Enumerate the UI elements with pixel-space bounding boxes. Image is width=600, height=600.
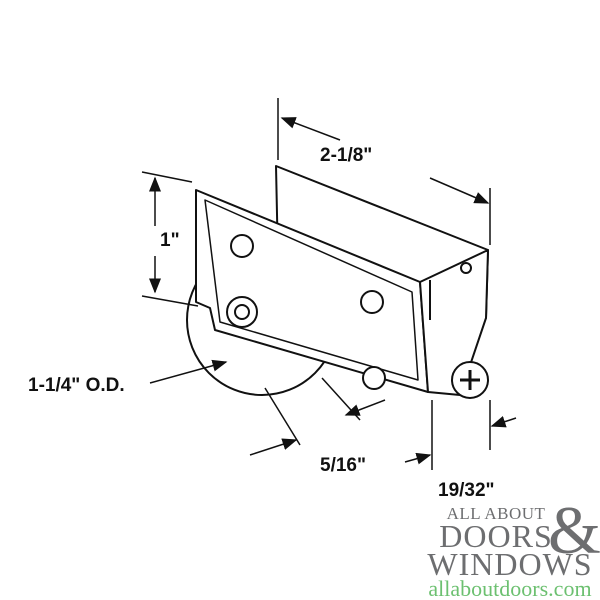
axle-hole-inner xyxy=(234,304,250,320)
logo-line1: ALL ABOUT xyxy=(446,504,546,523)
rivet-hole xyxy=(362,366,386,390)
logo-url: allaboutdoors.com xyxy=(428,576,592,600)
logo-ampersand: & xyxy=(548,492,600,568)
dim-length: 2-1/8" xyxy=(320,145,373,166)
dim-wheel-diameter: 1-1/4" O.D. xyxy=(28,375,125,396)
flange-hole xyxy=(460,262,472,274)
phillips-icon xyxy=(460,370,480,390)
logo-line3: WINDOWS xyxy=(427,546,593,582)
dim-depth: 19/32" xyxy=(438,480,495,501)
rivet-hole xyxy=(230,234,254,258)
logo: & ALL ABOUT DOORS WINDOWS allaboutdoors.… xyxy=(420,492,600,600)
front-plate-inner xyxy=(204,199,419,381)
side-flange xyxy=(419,249,489,396)
dimension-lines xyxy=(141,98,517,470)
logo-line2: DOORS xyxy=(439,518,553,554)
rivet-hole xyxy=(360,290,384,314)
dim-wheel-width: 5/16" xyxy=(320,455,366,476)
dim-height: 1" xyxy=(160,230,180,251)
